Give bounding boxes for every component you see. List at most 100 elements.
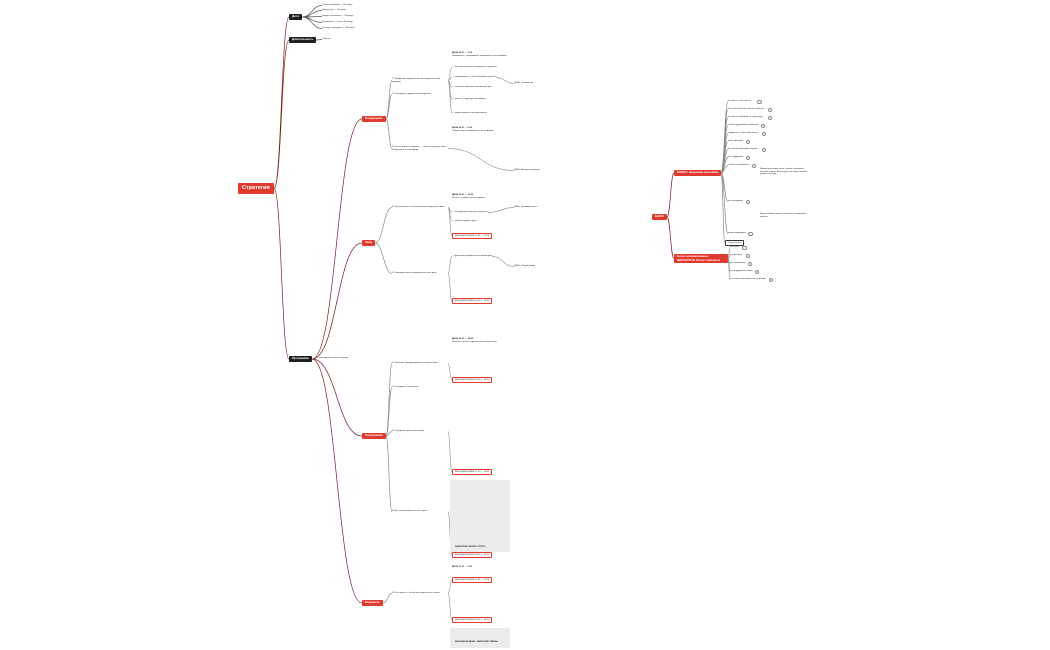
pain-item: нет опыта работы в малых группах: [728, 108, 764, 110]
info-icon: [762, 148, 767, 153]
connector-line: [374, 242, 393, 274]
info-icon: [751, 164, 757, 169]
connector-line: [447, 80, 453, 100]
connector-line: [301, 16, 323, 23]
program-side-note: мероприятия (план по дням): [319, 357, 349, 359]
deti-item: Отъезд и прощание — 30 минут: [322, 27, 355, 29]
deti-item: Старт программы — 30 минут: [322, 4, 353, 6]
grey-note-panel: [450, 628, 510, 648]
connector-line: [491, 256, 515, 267]
question: 10. Что унесут с собой участники после л…: [392, 592, 440, 594]
connector-line: [273, 39, 290, 189]
question: 2. Обсуждает с родительской группой: [392, 93, 431, 95]
pain-item: нет чётких критериев оценки: [728, 148, 758, 150]
connector-line: [720, 133, 729, 174]
info-icon: [768, 278, 774, 283]
list-item: — обсуждение ключевых вопросов: [452, 211, 488, 213]
list-item: — задать вопросы организаторам: [452, 112, 487, 114]
connector-line: [385, 387, 393, 437]
question: 5. Фиксирует цели и ожидания на весь ден…: [392, 272, 437, 274]
day-title: Общий сбор и знакомство с атмосферой: [452, 130, 494, 132]
goal: ЦЕЛЬ: Выход на правила: [514, 169, 540, 171]
pain-item: сложно удерживать внимание: [728, 124, 759, 126]
question: 7. Обсуждает, что дальше: [392, 386, 419, 388]
question: 1. Предлагает проработать исследовательс…: [392, 78, 440, 83]
day-label: ДЕНЬ 21.07 — 9:00: [452, 566, 473, 568]
info-icon: [762, 132, 767, 137]
deep-pain-item: нет понимания: [730, 262, 746, 264]
connector-line: [487, 207, 515, 213]
deep-pain-item: нет ресурса: [730, 254, 743, 256]
day-label: ДЕНЬ 20.07 — 9:00: [452, 52, 473, 54]
tag-strahi[interactable]: Страхи/боли: [725, 240, 744, 246]
connector-line: [311, 358, 363, 437]
info-icon: [748, 232, 753, 237]
goal: ЦЕЛЬ: Договорённость: [514, 206, 538, 208]
connector-line: [311, 358, 363, 604]
explanation: Нужно больше живого общения и командной …: [760, 213, 806, 218]
info-icon: [745, 140, 751, 145]
info-icon: [745, 200, 751, 205]
connector-line: [720, 157, 729, 174]
question: 3. Рассказывает о задачах — чтобы к конц…: [392, 146, 447, 151]
branch-program[interactable]: Программа: [289, 356, 312, 362]
list-item: — узнать о структуре программы: [452, 98, 486, 100]
time-box[interactable]: ВЫХОДНОЙ ДЕНЬ 17:00 — 18:00: [452, 469, 493, 475]
block-pogruzhenie[interactable]: Погружение: [362, 116, 386, 122]
connector-line: [385, 80, 393, 120]
list-item: — фиксация результатов на флипчарте: [452, 255, 493, 257]
info-icon: [760, 124, 766, 129]
time-box[interactable]: ВЫХОДНОЙ ДЕНЬ 15:00 — 16:00: [452, 377, 493, 383]
list-item: — выбор лидеров групп: [452, 220, 477, 222]
connector-line: [382, 593, 393, 604]
pain-item: нет поддержки: [728, 156, 743, 158]
pain-item: мало практики: [728, 140, 743, 142]
time-box[interactable]: ВЫХОДНОЙ ДЕНЬ 18:00 — 19:00: [452, 552, 493, 558]
connector-line: [720, 101, 729, 174]
day-title: Работа с темой в малых группах: [452, 197, 486, 199]
time-box[interactable]: ВЫХОДНОЙ ДЕНЬ 12:00 — 13:00: [452, 298, 493, 304]
connector-line: [311, 242, 363, 360]
connector-line: [720, 172, 726, 244]
info-icon: [745, 156, 751, 161]
deti-item: Заезд и заселение — 30 минут: [322, 15, 354, 17]
right-center-node[interactable]: БОЛИ: [652, 214, 667, 220]
closing-label: ВЫХОДНОЙ ДЕНЬ: ЗАКРЫТИЕ СМЕНЫ: [455, 641, 498, 643]
pain-item: нужна поддержка: [728, 232, 746, 234]
connector-line: [720, 109, 729, 174]
connector-line: [666, 172, 675, 218]
question: 6. Помогает сформулировать итоговые идеи: [392, 362, 438, 364]
branch-dlitelnost[interactable]: Длительность: [289, 37, 317, 43]
block-pogruzhenie-2[interactable]: Погружение: [362, 433, 386, 439]
block-rezultat[interactable]: Результат: [362, 600, 383, 606]
root-node[interactable]: Стратегия: [238, 183, 274, 194]
time-box[interactable]: ВЫХОДНОЙ ДЕНЬ 11:00 — 12:00: [452, 233, 493, 239]
connector-line: [720, 172, 729, 234]
connector-line: [447, 431, 453, 473]
connector-line: [385, 94, 393, 120]
time-box[interactable]: ВЫХОДНОЙ ДЕНЬ 13:00 — 14:00: [452, 617, 493, 623]
connector-line: [447, 256, 453, 274]
right-top-group[interactable]: БОЛИ с мирными мыслями: [674, 170, 722, 176]
connector-line: [495, 77, 515, 84]
block-tema[interactable]: Тема: [362, 240, 376, 246]
question: 8. Определяет роли участников: [392, 430, 425, 432]
connector-line: [385, 118, 393, 149]
right-bottom-group[interactable]: Боли, направленные (ВЕРОЯТНО более глубо…: [674, 254, 728, 264]
connector-line: [447, 148, 515, 171]
connector-line: [301, 16, 323, 29]
info-icon: [757, 100, 762, 105]
time-box[interactable]: ВЫХОДНОЙ ДЕНЬ 11:00 — 12:00: [452, 577, 493, 583]
day-title: Знакомство с программой, правилами и уча…: [452, 55, 507, 57]
list-item: — познакомиться с участниками и группой: [452, 76, 496, 78]
connector-line: [720, 141, 729, 174]
grey-note-panel: [450, 480, 510, 552]
explanation: Многие участники хотят больше практики и…: [760, 168, 808, 176]
question: 9. Вот что произошло за этот день: [392, 510, 428, 512]
day-label: ДЕНЬ 20.07 — 14:00: [452, 338, 474, 340]
branch-deti[interactable]: Дети: [289, 14, 303, 20]
connector-line: [720, 149, 729, 174]
connector-line: [720, 125, 729, 174]
pain-item: не хватает времени на подготовку: [728, 116, 763, 118]
